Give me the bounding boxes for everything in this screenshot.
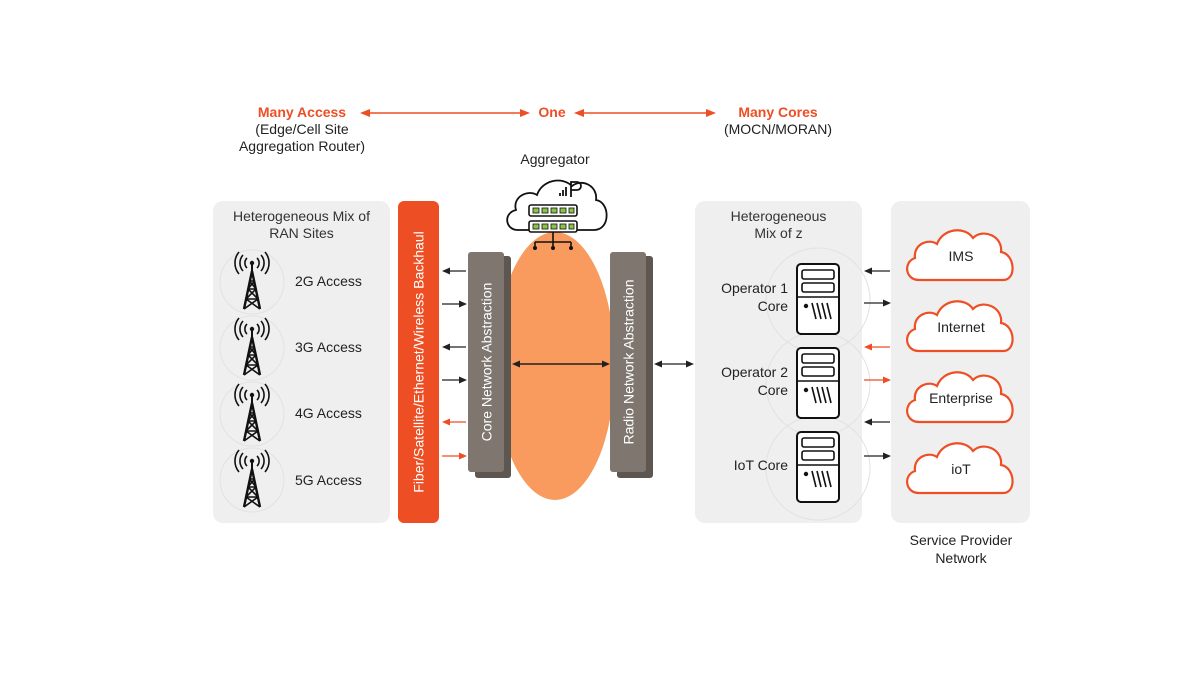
many-cores-title: Many Cores: [738, 104, 818, 120]
site-3g-label: 3G Access: [295, 339, 362, 355]
cloud-enterprise-label: Enterprise: [929, 390, 993, 406]
cloud-iot-label: ioT: [951, 461, 971, 477]
core-abstraction-bar: [468, 252, 504, 472]
site-4g-label: 4G Access: [295, 405, 362, 421]
core-operator2-line1: Operator 2: [721, 364, 788, 380]
many-cores-header: Many Cores (MOCN/MORAN): [700, 104, 856, 138]
core-iot-line1: IoT Core: [733, 457, 788, 473]
ran-panel-title: Heterogeneous Mix of RAN Sites: [213, 208, 390, 242]
core-operator1-line1: Operator 1: [721, 280, 788, 296]
ran-panel-title-line2: RAN Sites: [269, 225, 334, 241]
one-header: One: [522, 104, 582, 121]
core-iot-label: IoT Core: [700, 456, 788, 474]
cloud-internet-label: Internet: [937, 319, 985, 335]
many-access-subtitle-2: Aggregation Router): [238, 138, 366, 154]
backhaul-bar: [398, 201, 439, 523]
core-operator2-label: Operator 2 Core: [700, 363, 788, 399]
one-title: One: [538, 104, 566, 120]
sp-network-caption-line1: Service Provider: [909, 532, 1013, 548]
sp-network-caption-line2: Network: [935, 550, 987, 566]
many-access-subtitle-1: (Edge/Cell Site: [255, 121, 349, 137]
many-access-header: Many Access (Edge/Cell Site Aggregation …: [222, 104, 382, 155]
site-5g-label: 5G Access: [295, 472, 362, 488]
ran-panel-title-line1: Heterogeneous Mix of: [233, 208, 370, 224]
core-panel-title-line1: Heterogeneous: [730, 208, 827, 224]
core-operator1-label: Operator 1 Core: [700, 279, 788, 315]
cloud-ims-label: IMS: [948, 248, 974, 264]
core-operator1-line2: Core: [757, 298, 788, 314]
aggregation-blob: [495, 232, 615, 500]
many-cores-subtitle: (MOCN/MORAN): [723, 121, 833, 137]
radio-abstraction-bar: [610, 252, 646, 472]
aggregator-label: Aggregator: [520, 151, 590, 167]
sp-network-caption: Service Provider Network: [886, 531, 1036, 567]
core-panel-title: Heterogeneous Mix of z: [695, 208, 862, 242]
core-panel-title-line2: Mix of z: [754, 225, 803, 241]
core-operator2-line2: Core: [757, 382, 788, 398]
site-2g-label: 2G Access: [295, 273, 362, 289]
aggregator-server-icon: [528, 204, 578, 250]
many-access-title: Many Access: [257, 104, 347, 120]
